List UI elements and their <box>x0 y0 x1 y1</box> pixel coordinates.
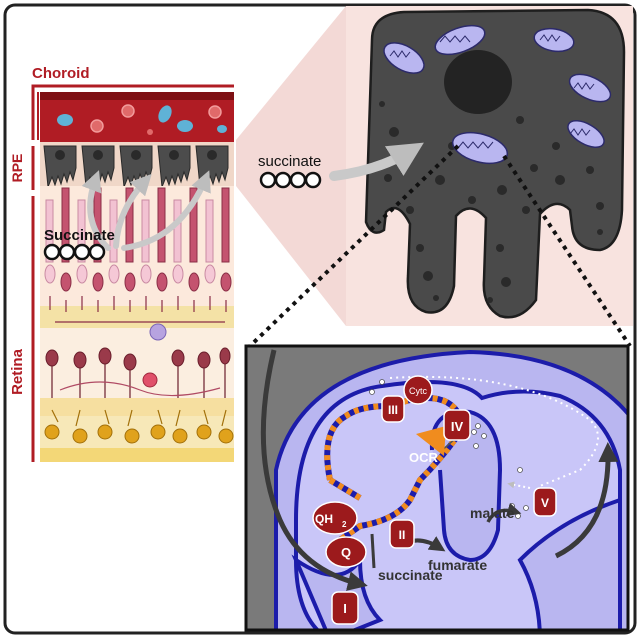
svg-text:QH: QH <box>315 512 333 526</box>
svg-text:Q: Q <box>341 545 351 560</box>
qh2-molecule: QH 2 <box>312 501 358 535</box>
svg-text:Cytc: Cytc <box>409 386 428 396</box>
horizontal-cell <box>149 323 167 341</box>
svg-text:II: II <box>399 528 406 542</box>
ocr-label: OCR <box>409 450 439 465</box>
layer-brackets <box>31 84 234 462</box>
svg-text:III: III <box>388 403 398 417</box>
cell-dots <box>379 101 604 303</box>
cell-mitochondria <box>383 24 612 165</box>
nucleus <box>444 50 512 114</box>
svg-text:2: 2 <box>342 520 347 529</box>
complex-v: V <box>533 487 557 517</box>
fumarate-label: fumarate <box>428 557 487 573</box>
inner-membrane-dashed <box>324 395 464 543</box>
ganglion-cells <box>44 424 234 444</box>
svg-text:IV: IV <box>451 419 464 434</box>
succinate-molecules-cell <box>259 171 322 189</box>
outer-frame <box>3 3 637 635</box>
zoom-frame <box>244 344 630 632</box>
complex-iv: IV <box>443 409 471 441</box>
label-retina: Retina <box>9 348 26 395</box>
cytochrome-c: Cytc <box>403 375 433 405</box>
retina-succinate-arrows <box>81 170 211 251</box>
label-choroid: Choroid <box>32 65 90 82</box>
photoreceptors <box>45 187 230 263</box>
rpe-cell-panel: succinate <box>236 6 633 348</box>
svg-text:V: V <box>541 496 549 510</box>
zoom-wedge <box>236 6 346 326</box>
complex-ii: II <box>389 519 415 549</box>
mitochondria-zoom-panel: OCR III Cytc IV V II I QH 2 <box>244 344 630 632</box>
succinate-uptake-arrow <box>329 142 424 181</box>
malate-label: malate <box>470 505 515 521</box>
complex-i: I <box>331 591 359 625</box>
ocr-indicator <box>416 426 446 456</box>
amacrine-cell <box>142 372 158 388</box>
zoom-dotted-lines <box>248 144 632 348</box>
retina-tissue-panel: Choroid RPE Retina Succinate <box>9 65 234 462</box>
malate-exit-arrow <box>554 442 619 559</box>
choroid-layer <box>40 92 234 142</box>
svg-text:I: I <box>343 601 347 616</box>
succinate-entry-arrow <box>260 349 368 591</box>
succinate-label-retina: Succinate <box>44 227 115 244</box>
complex-iii: III <box>381 395 405 423</box>
bipolar-cells <box>45 347 231 371</box>
q-molecule: Q <box>325 536 367 568</box>
succinate-label-cell: succinate <box>258 153 321 170</box>
succinate-label-mito: succinate <box>378 567 443 583</box>
blood-cells <box>57 104 227 135</box>
succinate-molecules-retina <box>43 243 106 261</box>
label-rpe: RPE <box>9 154 25 183</box>
